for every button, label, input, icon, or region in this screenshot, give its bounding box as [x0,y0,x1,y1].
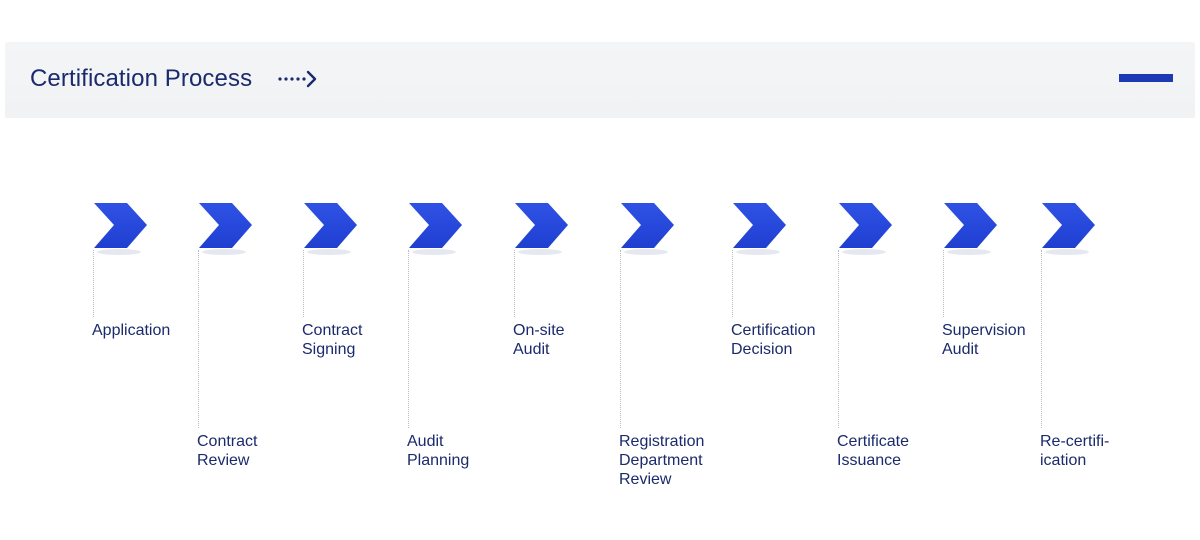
dotted-arrow-right-icon [277,69,319,94]
chevron-right-icon [408,202,464,255]
step-connector [93,250,94,317]
step-connector [943,250,944,317]
step-label-line: Re-certifi- [1040,433,1110,450]
step-connector [838,250,839,428]
step-label-line: ication [1040,452,1087,469]
step-label-line: Audit [942,341,979,358]
chevron-right-icon [303,202,359,255]
chevron-right-icon [93,202,149,255]
chevron-right-icon [198,202,254,255]
step-label-line: Supervision [942,322,1026,339]
step-label-line: Review [619,471,672,488]
step-label-line: Issuance [837,452,902,469]
step-label-line: Certificate [837,433,910,450]
header-accent-bar [1119,74,1173,82]
step-label-line: Review [197,452,250,469]
step-label-line: Decision [731,341,793,358]
step-label-line: Signing [302,341,356,358]
chevron-right-icon [1041,202,1097,255]
step-connector [303,250,304,317]
step-label-line: Audit [407,433,444,450]
header-band [5,42,1195,118]
step-label: Application [92,321,170,340]
step-label-line: On-site [513,322,565,339]
chevron-right-icon [943,202,999,255]
step-label-line: Registration [619,433,705,450]
chevron-right-icon [514,202,570,255]
step-connector [198,250,199,428]
page-title: Certification Process [30,65,253,92]
chevron-right-icon [838,202,894,255]
step-connector [620,250,621,428]
step-label-line: Planning [407,452,470,469]
step-label-line: Department [619,452,703,469]
step-connector [732,250,733,317]
step-connector [408,250,409,428]
chevron-right-icon [732,202,788,255]
step-label-line: Certification [731,322,816,339]
chevron-right-icon [620,202,676,255]
step-connector [514,250,515,317]
step-label-line: Application [92,322,171,339]
step-connector [1041,250,1042,428]
step-label-line: Contract [197,433,258,450]
step-label: Re-certifi-ication [1040,432,1109,470]
step-label-line: Audit [513,341,550,358]
step-label-line: Contract [302,322,363,339]
